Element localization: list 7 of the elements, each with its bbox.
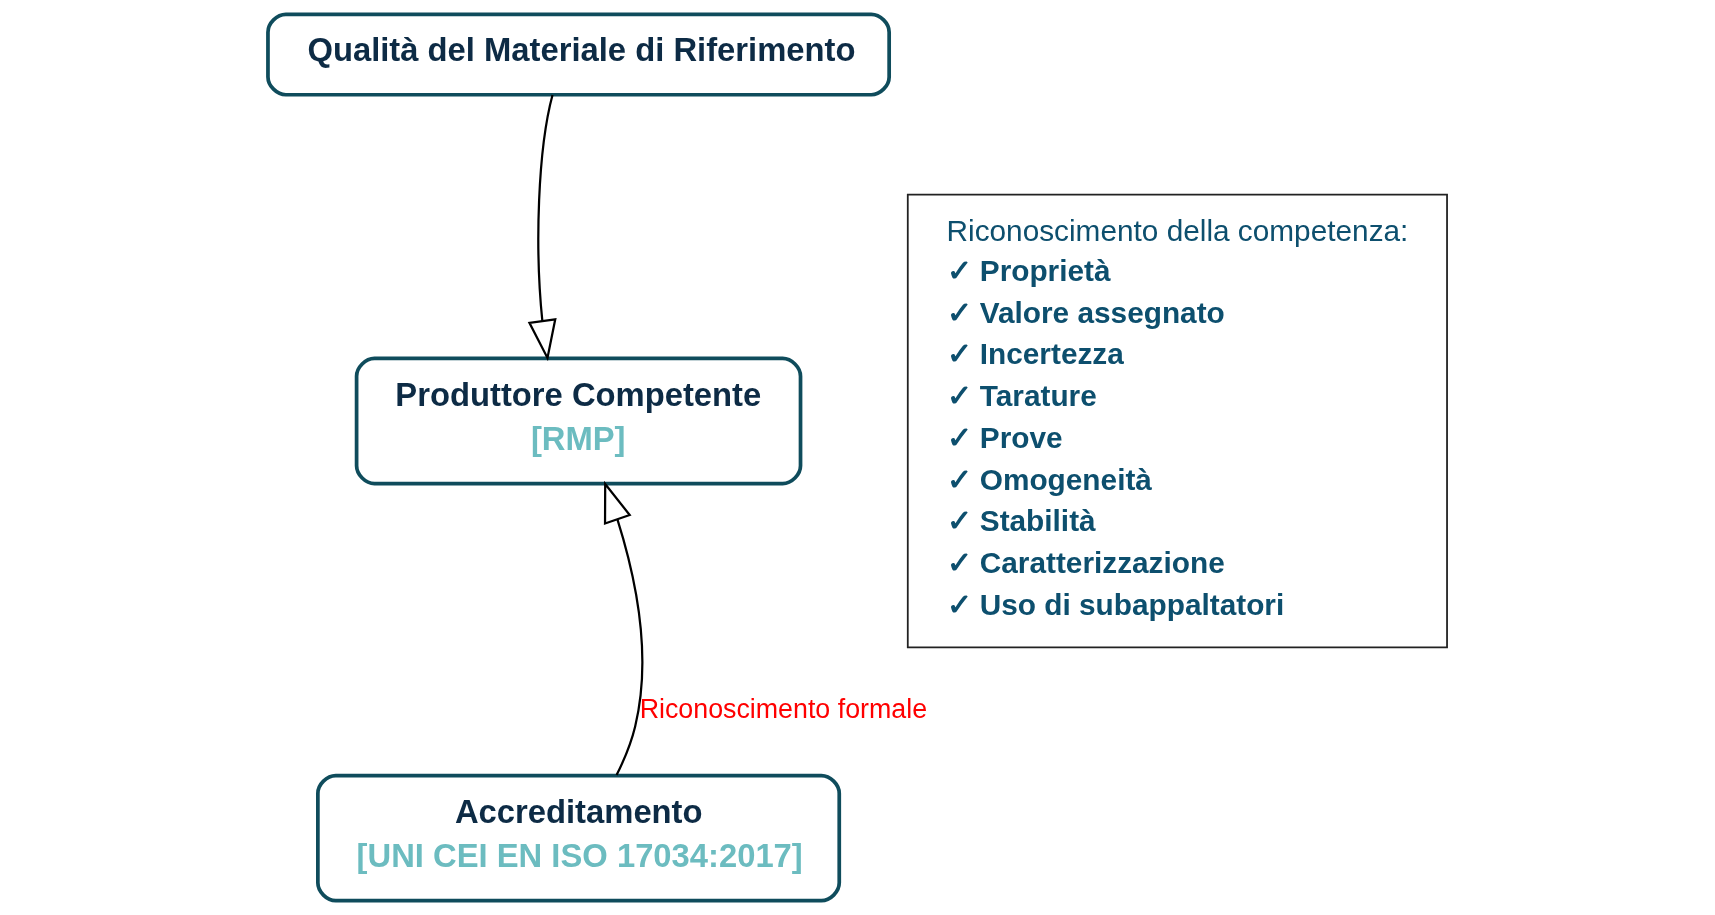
node-box: Riconoscimento della competenza: ✓ Proprietà ✓ Valore assegnato ✓ Incertezza ✓ Tarature ✓ Prove ✓ Omogeneità ✓ Stabilità ✓ Caratterizzazione ✓ Uso di subappaltatori [906,193,1448,649]
arrow [603,480,644,776]
arrow [527,94,557,362]
node-box: Accreditamento [UNI CEI EN ISO 17034:2017] [316,773,842,903]
node-box: Produttore Competente [RMP] [354,356,803,486]
edge-label: Riconoscimento formale [639,694,928,725]
node-box: Qualità del Materiale di Riferimento [266,12,891,97]
